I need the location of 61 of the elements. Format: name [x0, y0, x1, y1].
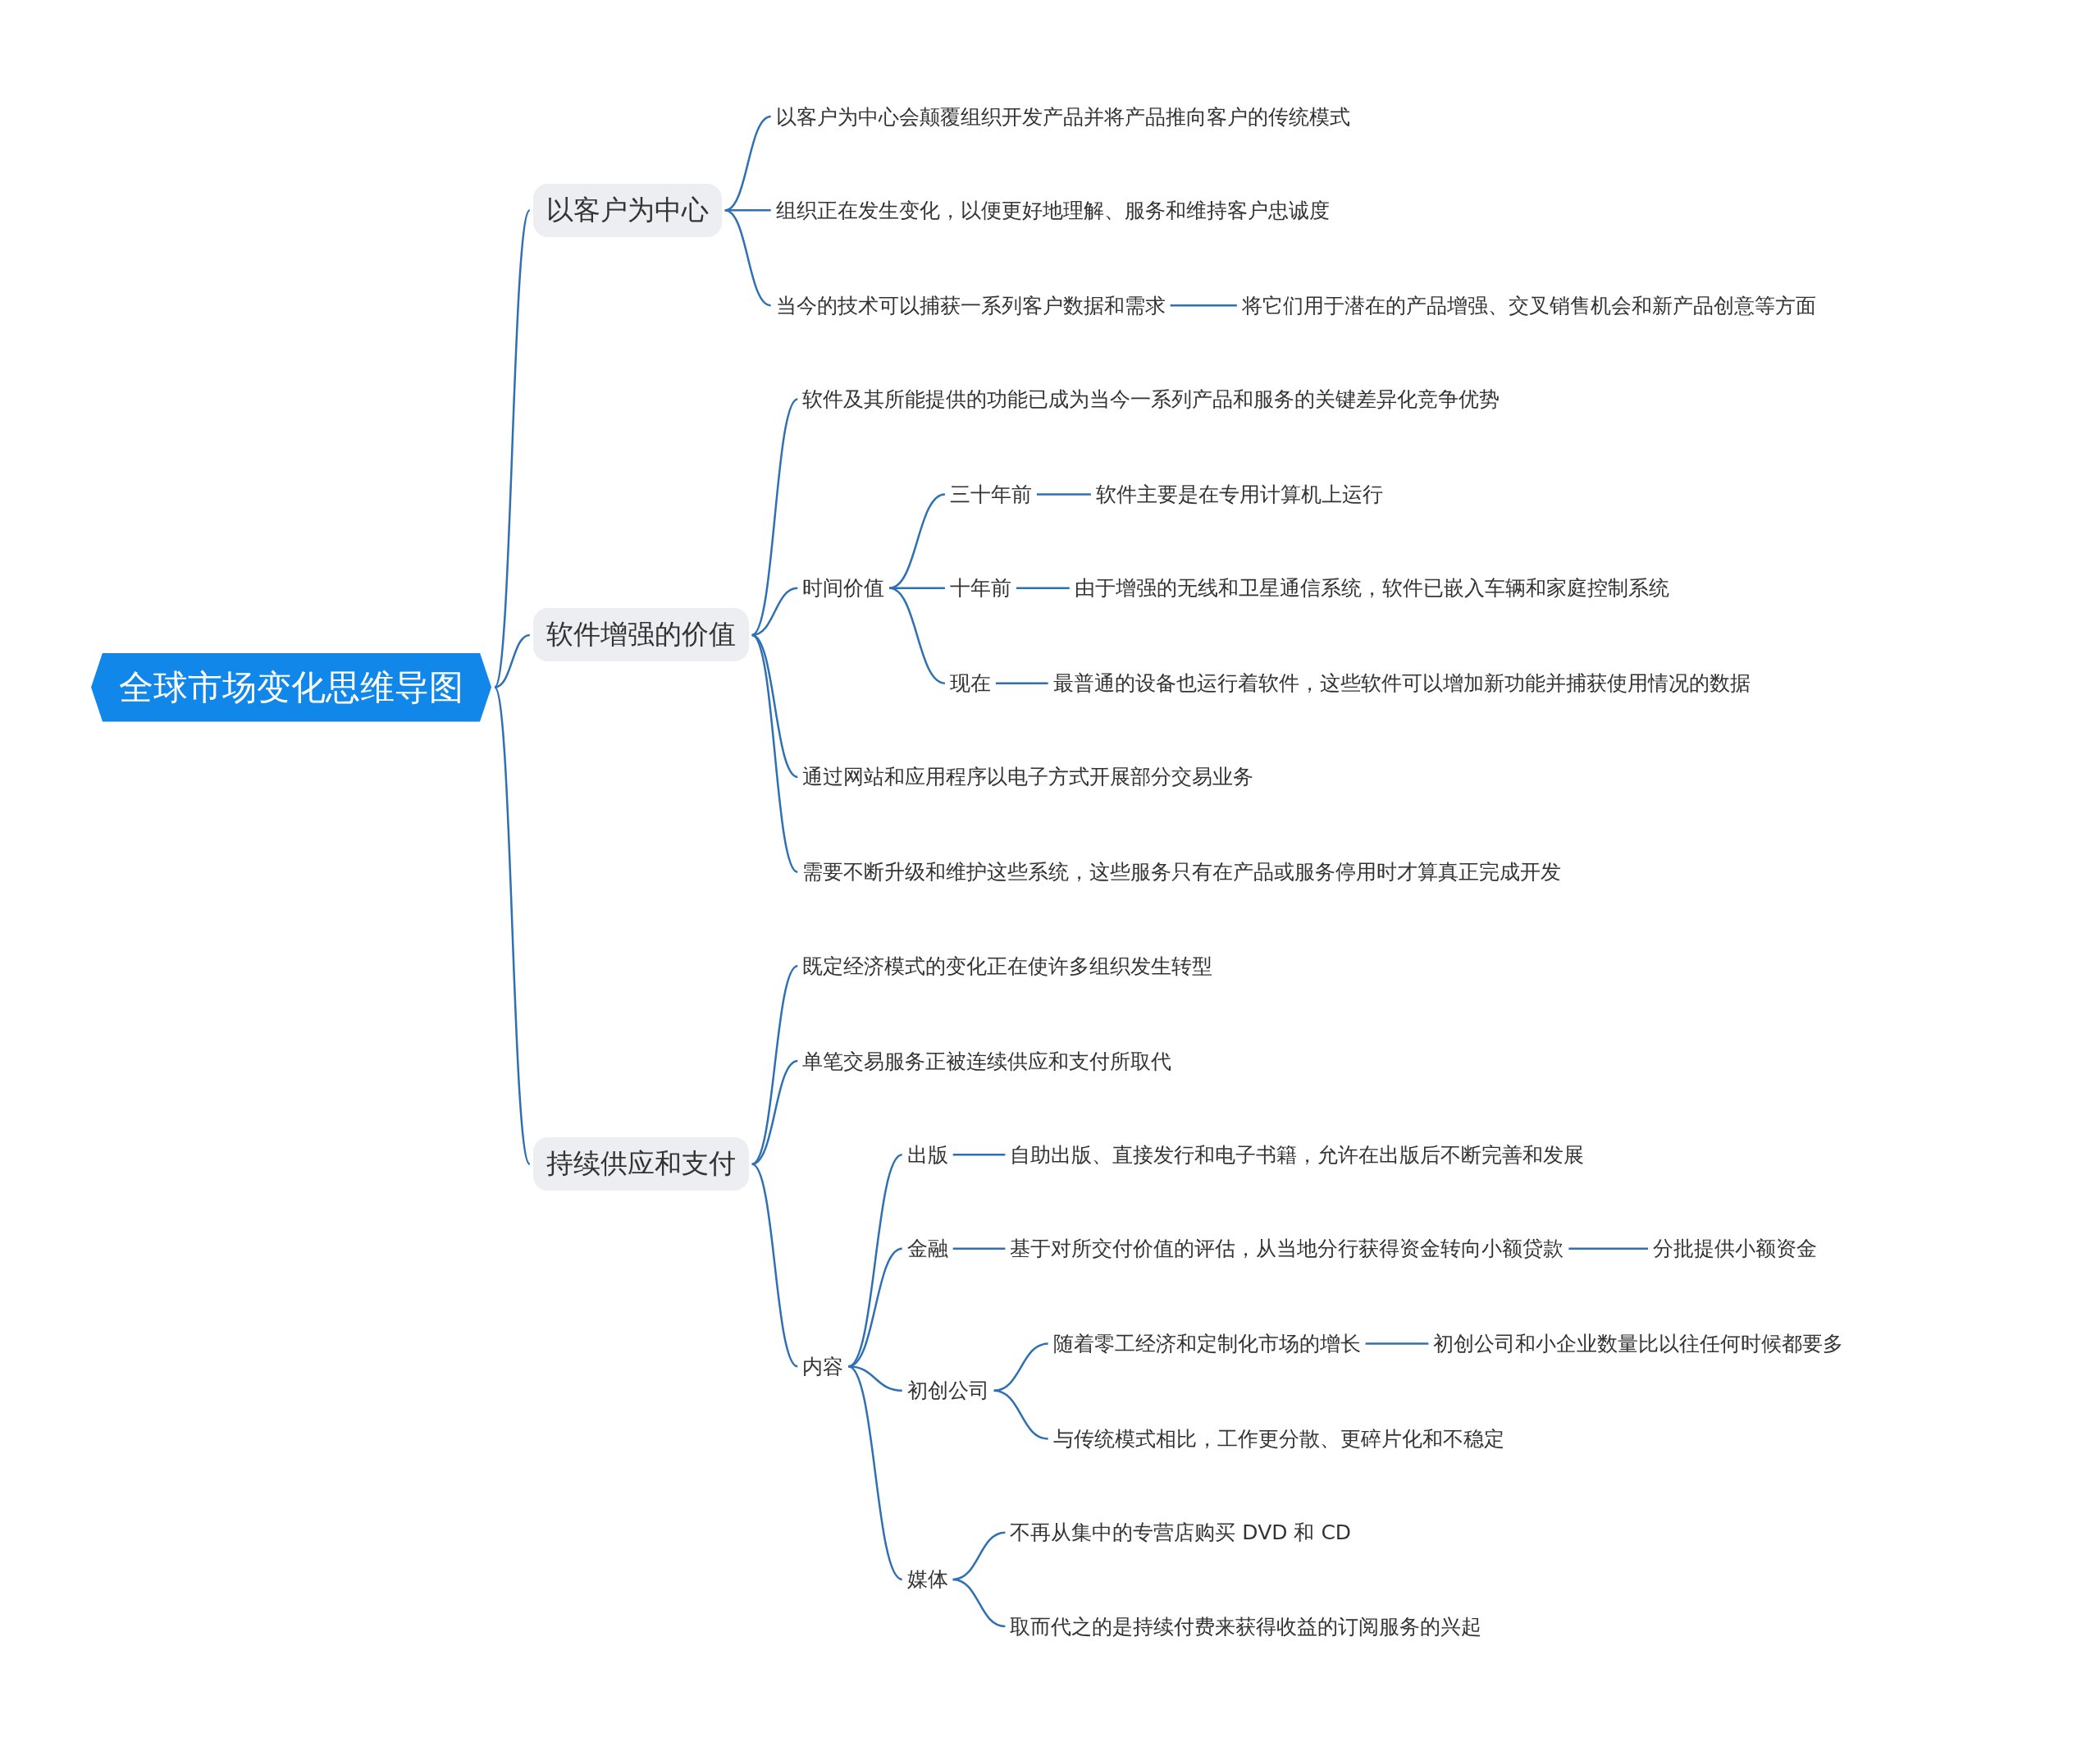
connector-line	[751, 633, 799, 873]
connector-line	[847, 1154, 903, 1368]
subtopic-text: 自助出版、直接发行和电子书籍，允许在出版后不断完善和发展	[1008, 1137, 1586, 1172]
connector-line	[751, 965, 799, 1165]
subtopic-text: 内容	[801, 1349, 846, 1383]
connector-line	[751, 1059, 798, 1165]
connector-line	[952, 1531, 1006, 1581]
connector-line	[993, 1389, 1048, 1440]
connector-line	[993, 1342, 1048, 1392]
main-topic: 持续供应和支付	[532, 1137, 749, 1191]
subtopic-text: 组织正在发生变化，以便更好地理解、服务和维持客户忠诚度	[774, 193, 1331, 227]
connector-line	[1036, 493, 1091, 496]
subtopic-text: 软件主要是在专用计算机上运行	[1093, 477, 1385, 511]
connector-line	[1016, 587, 1070, 589]
connector-line	[751, 398, 799, 636]
subtopic-text: 十年前	[947, 571, 1013, 606]
subtopic-text: 随着零工经济和定制化市场的增长	[1051, 1327, 1363, 1361]
connector-line	[888, 587, 946, 684]
connector-line	[952, 1247, 1006, 1250]
subtopic-text: 初创公司和小企业数量比以往任何时候都要多	[1431, 1327, 1846, 1361]
subtopic-text: 媒体	[905, 1562, 950, 1597]
connector-line	[952, 1154, 1006, 1156]
connector-line	[493, 209, 531, 688]
subtopic-text: 现在	[947, 666, 993, 701]
central-topic: 全球市场变化思维导图	[91, 652, 491, 722]
connector-line	[751, 587, 798, 637]
main-topic: 软件增强的价值	[532, 608, 749, 662]
subtopic-text: 既定经济模式的变化正在使许多组织发生转型	[801, 949, 1215, 983]
connector-line	[494, 633, 531, 688]
subtopic-text: 将它们用于潜在的产品增强、交叉销售机会和新产品创意等方面	[1239, 288, 1818, 322]
connector-line	[1365, 1342, 1429, 1345]
main-topic: 以客户为中心	[532, 183, 722, 237]
connector-line	[751, 633, 798, 779]
subtopic-text: 取而代之的是持续付费来获得收益的订阅服务的兴起	[1008, 1609, 1484, 1644]
subtopic-text: 通过网站和应用程序以电子方式开展部分交易业务	[801, 760, 1256, 794]
connector-line	[751, 1163, 799, 1368]
connector-line	[995, 682, 1048, 684]
subtopic-text: 最普通的设备也运行着软件，这些软件可以增加新功能并捕获使用情况的数据	[1051, 666, 1752, 701]
subtopic-text: 由于增强的无线和卫星通信系统，软件已嵌入车辆和家庭控制系统	[1072, 571, 1671, 606]
subtopic-text: 初创公司	[905, 1374, 991, 1408]
connector-line	[1170, 304, 1237, 307]
subtopic-text: 单笔交易服务正被连续供应和支付所取代	[801, 1044, 1174, 1078]
connector-line	[724, 209, 772, 307]
subtopic-text: 需要不断升级和维护这些系统，这些服务只有在产品或服务停用时才算真正完成开发	[801, 855, 1564, 889]
subtopic-text: 出版	[905, 1137, 950, 1172]
connector-line	[889, 587, 945, 589]
subtopic-text: 以客户为中心会颠覆组织开发产品并将产品推向客户的传统模式	[774, 99, 1352, 134]
connector-line	[848, 1365, 902, 1392]
subtopic-text: 不再从集中的专营店购买 DVD 和 CD	[1008, 1516, 1354, 1550]
subtopic-text: 当今的技术可以捕获一系列客户数据和需求	[774, 288, 1167, 322]
connector-line	[952, 1578, 1006, 1628]
subtopic-text: 基于对所交付价值的评估，从当地分行获得资金转向小额贷款	[1008, 1232, 1566, 1266]
subtopic-text: 金融	[905, 1232, 950, 1266]
subtopic-text: 三十年前	[947, 477, 1034, 511]
connector-line	[493, 687, 531, 1165]
connector-line	[1568, 1247, 1649, 1250]
subtopic-text: 时间价值	[801, 571, 887, 606]
connector-line	[847, 1365, 903, 1580]
subtopic-text: 软件及其所能提供的功能已成为当今一系列产品和服务的关键差异化竞争优势	[801, 382, 1502, 416]
subtopic-text: 与传统模式相比，工作更分散、更碎片化和不稳定	[1051, 1421, 1506, 1456]
subtopic-text: 分批提供小额资金	[1651, 1232, 1819, 1266]
